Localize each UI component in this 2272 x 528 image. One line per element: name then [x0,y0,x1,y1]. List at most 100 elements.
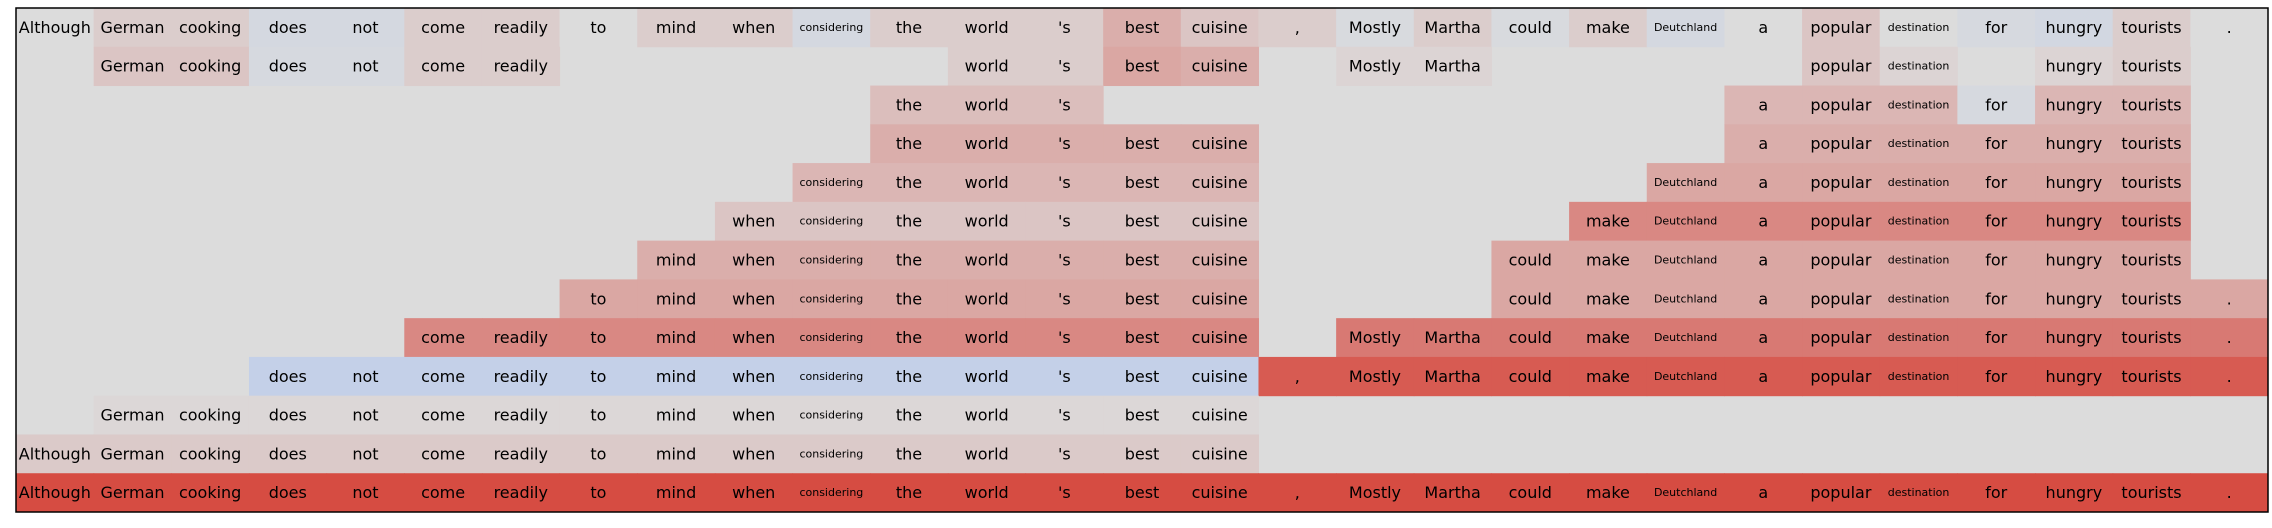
token-label: world [965,483,1009,502]
heatmap-cell [248,46,328,87]
token-label: tourists [2121,251,2181,270]
heatmap-cell [404,8,483,48]
token-label: could [1509,367,1552,386]
heatmap-cell [1258,473,1337,513]
token-label: 's [1058,289,1071,308]
heatmap-cell [481,434,561,474]
token-label: come [421,406,465,425]
heatmap-cell [1724,318,1803,358]
token-label: the [896,367,922,386]
heatmap-cell [1336,473,1415,513]
heatmap-cell [870,473,949,513]
token-label: considering [799,176,863,189]
token-label: to [590,289,606,308]
heatmap-cell [1724,279,1803,319]
heatmap-cell [870,279,949,319]
token-label: , [1295,367,1300,386]
token-label: for [1985,173,2007,192]
token-label: 's [1058,134,1071,153]
token-label: to [590,483,606,502]
token-label: cooking [179,483,241,502]
token-label: when [732,483,775,502]
token-label: best [1125,406,1160,425]
token-label: make [1586,212,1630,231]
token-label: not [352,406,378,425]
token-label: not [352,444,378,463]
token-label: a [1758,251,1768,270]
heatmap-cell [1103,318,1182,358]
heatmap-cell [1879,163,1958,203]
token-label: the [896,483,922,502]
heatmap-cell [1879,356,1958,397]
token-label: cooking [179,444,241,463]
token-label: cuisine [1192,444,1248,463]
token-label: considering [799,331,863,344]
heatmap-cell [637,240,716,280]
token-label: cuisine [1192,483,1248,502]
heatmap-cell [1646,279,1725,319]
heatmap-cell [2035,318,2114,358]
token-label: world [965,212,1009,231]
heatmap-cell [870,395,949,435]
heatmap-cell [2112,318,2191,358]
heatmap-cell [16,473,95,513]
heatmap-cell [1724,356,1803,397]
heatmap-cell [1491,8,1570,48]
token-label: does [269,18,307,37]
token-label: come [421,444,465,463]
heatmap-cell [16,8,95,48]
heatmap-cell [1724,473,1803,513]
heatmap-cell [714,356,794,397]
heatmap-cell [1025,85,1104,125]
token-label: for [1985,483,2007,502]
heatmap-cell [2112,124,2191,164]
token-label: Deutchland [1654,486,1717,499]
heatmap-cell [870,318,949,358]
token-label: best [1125,483,1160,502]
heatmap-cell [1103,46,1182,87]
token-label: for [1985,95,2007,114]
token-label: popular [1810,251,1871,270]
heatmap-cell [1180,279,1259,319]
token-label: does [269,483,307,502]
heatmap-cell [1879,279,1958,319]
heatmap-cell [1336,8,1415,48]
token-label: Martha [1424,367,1480,386]
heatmap-cell [2035,473,2114,513]
token-label: does [269,444,307,463]
token-label: destination [1888,137,1950,150]
token-label: to [590,444,606,463]
heatmap-cell [1802,163,1881,203]
heatmap-cell [1957,473,2036,513]
heatmap-cell [1336,356,1415,397]
token-label: mind [656,328,696,347]
heatmap-cell [714,240,794,280]
heatmap-cell [1491,473,1570,513]
token-label: mind [656,406,696,425]
token-label: 's [1058,328,1071,347]
heatmap-cell [1103,240,1182,280]
token-label: come [421,483,465,502]
heatmap-cell [1025,279,1104,319]
heatmap-cell [16,434,95,474]
heatmap-cell [1491,240,1570,280]
token-label: could [1509,483,1552,502]
heatmap-cell [2035,240,2114,280]
token-label: make [1586,18,1630,37]
token-label: best [1125,328,1160,347]
heatmap-cell [1879,240,1958,280]
token-label: world [965,173,1009,192]
token-label: Martha [1424,483,1480,502]
heatmap-cell [2190,473,2269,513]
heatmap-cell [2112,85,2191,125]
token-label: mind [656,367,696,386]
token-label: the [896,289,922,308]
token-label: to [590,367,606,386]
token-label: Mostly [1349,18,1401,37]
heatmap-cell [1025,124,1104,164]
token-label: destination [1888,176,1950,189]
token-label: Deutchland [1654,176,1717,189]
heatmap-cell [947,473,1027,513]
token-label: German [100,483,164,502]
token-label: 's [1058,444,1071,463]
